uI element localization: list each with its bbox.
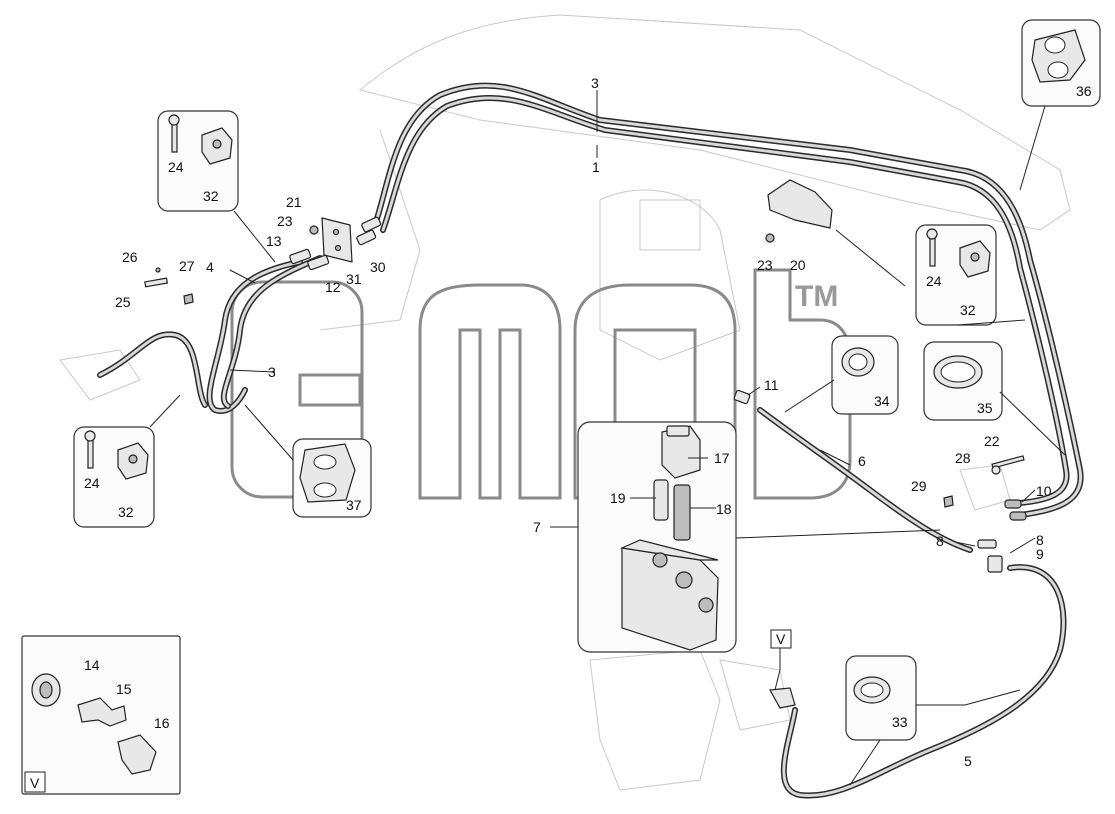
leader-lines xyxy=(149,90,1066,786)
bracket-20 xyxy=(765,179,833,243)
callout-29: 29 xyxy=(911,478,927,494)
callout-1: 1 xyxy=(592,159,600,175)
hose-main-pair xyxy=(372,82,1084,518)
callout-32-left: 32 xyxy=(118,504,134,520)
callout-7: 7 xyxy=(533,519,541,535)
view-marker-lower xyxy=(769,629,796,709)
inset-clamp-37 xyxy=(292,438,372,518)
callout-31: 31 xyxy=(346,271,362,287)
hose-5 xyxy=(780,564,1067,799)
callout-18: 18 xyxy=(716,501,732,517)
callout-27: 27 xyxy=(179,258,195,274)
inset-clamp-right xyxy=(915,224,997,326)
callout-24-top: 24 xyxy=(168,159,184,175)
callout-6: 6 xyxy=(858,453,866,469)
callout-25: 25 xyxy=(115,294,131,310)
callout-14: 14 xyxy=(84,657,100,673)
hose-left-group xyxy=(97,255,323,414)
inset-clamp-33 xyxy=(845,655,917,741)
callout-36: 36 xyxy=(1076,83,1092,99)
callout-32-top: 32 xyxy=(203,188,219,204)
hose-6 xyxy=(757,407,973,553)
view-marker-inset: V xyxy=(30,775,40,791)
callout-3: 3 xyxy=(268,364,276,380)
callout-23-right: 23 xyxy=(757,257,773,273)
callout-35: 35 xyxy=(977,400,993,416)
callout-12: 12 xyxy=(325,279,341,295)
callout-32-right: 32 xyxy=(960,302,976,318)
callout-37: 37 xyxy=(346,497,362,513)
callout-9: 9 xyxy=(1036,546,1044,562)
bracket-plate-21 xyxy=(289,216,382,271)
callout-24-right: 24 xyxy=(926,273,942,289)
inset-clamp-left xyxy=(73,426,155,528)
callout-8-left: 8 xyxy=(936,533,944,549)
inset-clamp-36 xyxy=(1021,19,1101,107)
inset-clamp-34 xyxy=(831,335,899,415)
callout-15: 15 xyxy=(116,681,132,697)
callout-labels: 3 1 3 4 5 6 7 8 8 9 10 11 12 13 14 15 16… xyxy=(30,75,1092,791)
callout-8-right: 8 xyxy=(1036,532,1044,548)
callout-21: 21 xyxy=(286,194,302,210)
callout-19: 19 xyxy=(610,490,626,506)
inset-clamp-top-left xyxy=(157,110,239,212)
callout-24-left: 24 xyxy=(84,475,100,491)
inset-clamp-35 xyxy=(923,341,1003,421)
callout-22: 22 xyxy=(984,433,1000,449)
callout-2: 3 xyxy=(591,75,599,91)
callout-11: 11 xyxy=(764,377,779,393)
callout-16: 16 xyxy=(154,715,170,731)
callout-34: 34 xyxy=(874,393,890,409)
callout-30: 30 xyxy=(370,259,386,275)
inset-view-v xyxy=(21,635,181,795)
callout-10: 10 xyxy=(1036,483,1052,499)
small-hardware xyxy=(144,267,1027,573)
callout-33: 33 xyxy=(892,714,908,730)
callout-23-left: 23 xyxy=(277,213,293,229)
valve-assembly-box xyxy=(577,421,737,653)
view-marker-main: V xyxy=(776,631,786,647)
callout-20: 20 xyxy=(790,257,806,273)
callout-5: 5 xyxy=(964,753,972,769)
callout-26: 26 xyxy=(122,249,138,265)
callout-4: 4 xyxy=(206,259,214,275)
watermark-tm: TM xyxy=(795,280,838,313)
callout-28: 28 xyxy=(955,450,971,466)
callout-17: 17 xyxy=(714,450,730,466)
callout-13: 13 xyxy=(266,233,282,249)
